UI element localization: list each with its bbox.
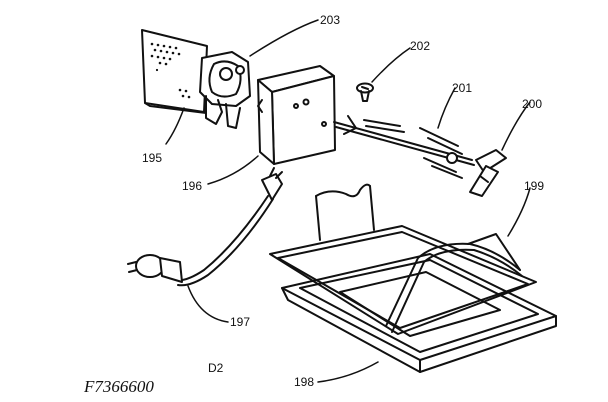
power-cord (127, 167, 283, 287)
drip-pan (281, 253, 557, 373)
leader-201 (437, 87, 456, 129)
label-201: 201 (452, 81, 472, 95)
motor-bracket (199, 51, 251, 129)
leader-199 (507, 187, 531, 237)
leader-196 (207, 155, 259, 185)
leader-197 (187, 285, 229, 323)
label-199: 199 (524, 179, 544, 193)
plate-perforations (150, 42, 191, 99)
label-203: 203 (320, 13, 340, 27)
spit-fork (333, 115, 475, 179)
drawing-code: F7366600 (83, 377, 154, 396)
label-196: 196 (182, 179, 202, 193)
mounting-plate (141, 29, 208, 114)
leader-200 (501, 101, 531, 151)
label-198: 198 (294, 375, 314, 389)
leader-195 (165, 107, 185, 145)
leader-202 (371, 47, 411, 83)
leader-203 (249, 19, 319, 57)
motor-housing (257, 65, 336, 165)
label-197: 197 (230, 315, 250, 329)
sheet-code: D2 (208, 361, 224, 375)
wire-rack (269, 183, 537, 335)
screw (356, 82, 374, 102)
label-195: 195 (142, 151, 162, 165)
label-200: 200 (522, 97, 542, 111)
leader-198 (317, 361, 379, 383)
label-202: 202 (410, 39, 430, 53)
spit-handle (469, 149, 507, 197)
leader-lines (165, 19, 531, 383)
